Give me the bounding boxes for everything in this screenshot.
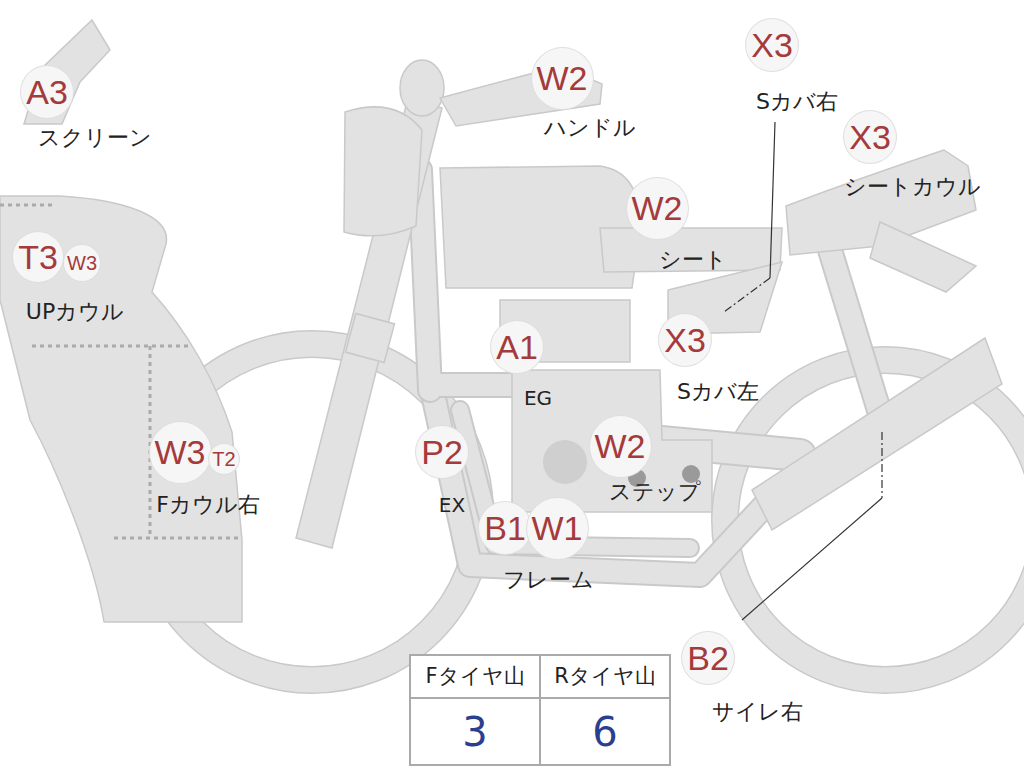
damage-code: B2	[687, 641, 729, 675]
damage-code: A3	[26, 75, 68, 109]
damage-code-circle: W2	[532, 48, 593, 109]
seat-shape	[600, 228, 782, 272]
damage-code-circle: T2	[209, 444, 239, 474]
damage-code-circle: W1	[527, 498, 588, 559]
rear-strut-edge	[830, 250, 885, 430]
part-name: サイレ右	[712, 700, 803, 724]
damage-code-circle: W3	[150, 422, 211, 483]
fairing-seam	[114, 537, 240, 540]
damage-code: X3	[664, 323, 706, 357]
meter	[400, 60, 444, 116]
damage-code-circle: B1	[479, 502, 531, 554]
rear-strut	[830, 250, 885, 430]
damage-code-circle: X3	[659, 314, 711, 366]
table-header: Fタイヤ山	[425, 665, 524, 688]
damage-code: B1	[484, 511, 526, 545]
damage-code: W3	[155, 435, 206, 469]
part-name: EX	[439, 494, 465, 516]
damage-code-circle: A3	[21, 66, 73, 118]
damage-code-circle: A1	[491, 321, 543, 373]
damage-code: X3	[751, 28, 793, 62]
fairing-seam	[32, 345, 192, 348]
damage-code-circle: X3	[746, 19, 798, 71]
part-name: ステップ	[609, 480, 701, 504]
damage-code-circle: T3	[13, 232, 63, 282]
table-value: 3	[462, 710, 487, 754]
leader-line	[881, 432, 882, 498]
part-name: EG	[524, 387, 552, 409]
leader-line	[724, 278, 770, 312]
fairing	[0, 196, 242, 622]
damage-code-circle: B2	[682, 632, 734, 684]
damage-code: W1	[532, 511, 583, 545]
part-name: シート	[659, 248, 727, 272]
part-name: Sカバ左	[677, 380, 759, 404]
damage-code: T2	[212, 449, 235, 469]
table-header: Rタイヤ山	[554, 665, 656, 688]
leader-line	[770, 122, 775, 278]
part-name: フレーム	[503, 568, 594, 592]
damage-code-circle: P2	[416, 426, 468, 478]
fork-clamp	[346, 314, 395, 363]
damage-code: A1	[496, 330, 538, 364]
front-fork	[296, 98, 442, 548]
damage-code-circle: W3	[64, 245, 100, 281]
damage-code: W2	[595, 429, 646, 463]
damage-code: X3	[849, 120, 891, 154]
damage-code: W2	[632, 191, 683, 225]
damage-code: P2	[421, 435, 463, 469]
leader-line	[742, 498, 882, 620]
fairing-seam	[0, 204, 52, 207]
part-name: UPカウル	[26, 300, 124, 324]
damage-code: T3	[18, 240, 58, 274]
part-name: シートカウル	[844, 175, 981, 199]
damage-code-circle: X3	[844, 111, 896, 163]
damage-code-circle: W2	[590, 416, 651, 477]
tail-fin	[870, 222, 976, 292]
tire-table-grid	[410, 655, 670, 765]
tire-table	[410, 655, 670, 765]
part-name: ハンドル	[544, 116, 636, 140]
muffler-right	[752, 338, 1002, 530]
table-value: 6	[592, 710, 617, 754]
damage-code: W3	[67, 253, 97, 273]
part-name: Sカバ右	[756, 90, 838, 114]
headlight	[344, 107, 422, 236]
part-name: Fカウル右	[156, 493, 260, 517]
damage-code: W2	[537, 61, 588, 95]
damage-code-circle: W2	[627, 178, 688, 239]
part-name: スクリーン	[38, 126, 152, 150]
engine-cover	[543, 440, 587, 484]
